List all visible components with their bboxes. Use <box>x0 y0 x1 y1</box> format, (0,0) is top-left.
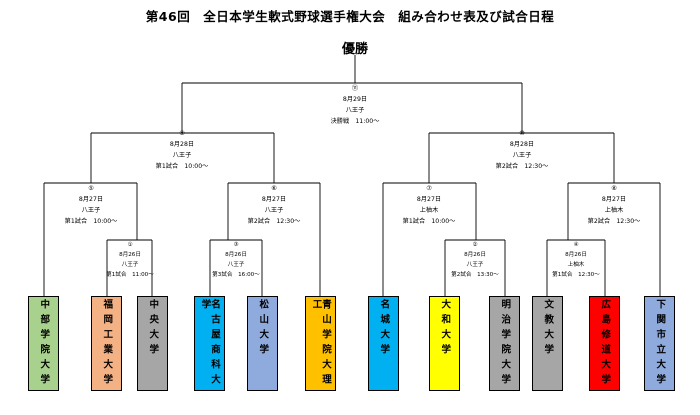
team-name: 名古屋商科大学 <box>199 299 221 389</box>
game-date: 8月27日 <box>261 196 287 203</box>
game-number: ⑨ <box>179 130 185 137</box>
game-venue: 八王子 <box>172 152 192 159</box>
game-time: 第1試合 11:00～ <box>106 272 154 278</box>
game-number: ⑧ <box>611 185 617 192</box>
game-2-info: ② 8月26日 八王子 第2試合 13:30～ <box>437 240 513 280</box>
game-1-info: ① 8月26日 八王子 第1試合 11:00～ <box>92 240 168 280</box>
game-6-info: ⑥ 8月27日 八王子 第2試合 12:30～ <box>224 183 324 227</box>
game-time: 決勝戦 11:00～ <box>330 118 380 125</box>
game-date: 8月26日 <box>464 252 486 258</box>
game-date: 8月26日 <box>565 252 587 258</box>
game-time: 第2試合 12:30～ <box>495 163 549 170</box>
team-name: 名城大学 <box>378 299 390 359</box>
game-7-info: ⑦ 8月27日 上柚木 第1試合 10:00～ <box>379 183 479 227</box>
team-box[interactable]: 中部学院大学 <box>28 296 59 391</box>
game-number: ⑩ <box>519 130 525 137</box>
game-number: ⑥ <box>271 185 277 192</box>
game-date: 8月28日 <box>169 141 195 148</box>
game-venue: 八王子 <box>227 262 245 268</box>
game-number: ⑪ <box>351 85 359 92</box>
game-number: ② <box>472 242 478 248</box>
game-time: 第2試合 13:30～ <box>451 272 499 278</box>
game-5-info: ⑤ 8月27日 八王子 第1試合 10:00～ <box>41 183 141 227</box>
team-box[interactable]: 名古屋商科大学 <box>194 296 225 391</box>
game-time: 第2試合 12:30～ <box>587 218 641 225</box>
team-box[interactable]: 松山大学 <box>247 296 278 391</box>
game-venue: 八王子 <box>466 262 484 268</box>
team-name: 明治学院大学 <box>499 299 511 389</box>
game-time: 第1試合 10:00～ <box>402 218 456 225</box>
team-box[interactable]: 中央大学 <box>137 296 168 391</box>
team-box[interactable]: 文教大学 <box>532 296 563 391</box>
game-3-info: ③ 8月26日 八王子 第3試合 16:00～ <box>198 240 274 280</box>
team-name: 中央大学 <box>147 299 159 359</box>
game-time: 第3試合 16:00～ <box>212 272 260 278</box>
game-venue: 上柚木 <box>604 207 624 214</box>
game-date: 8月27日 <box>601 196 627 203</box>
game-venue: 八王子 <box>512 152 532 159</box>
game-time: 第2試合 12:30～ <box>247 218 301 225</box>
game-number: ① <box>127 242 133 248</box>
team-name: 松山大学 <box>257 299 269 359</box>
game-date: 8月27日 <box>416 196 442 203</box>
team-box[interactable]: 広島修道大学 <box>589 296 620 391</box>
game-4-info: ④ 8月26日 上柚木 第1試合 12:30～ <box>538 240 614 280</box>
team-name: 下関市立大学 <box>654 299 666 389</box>
game-number: ⑤ <box>88 185 94 192</box>
champion-label: 優勝 <box>341 42 368 57</box>
team-name: 青山学院大理工 <box>310 299 332 389</box>
game-venue: 上柚木 <box>567 262 585 268</box>
game-time: 第1試合 10:00～ <box>155 163 209 170</box>
game-venue: 八王子 <box>121 262 139 268</box>
game-number: ③ <box>233 242 239 248</box>
team-name: 福岡工業大学 <box>101 299 113 389</box>
team-name: 中部学院大学 <box>38 299 50 389</box>
game-number: ④ <box>573 242 579 248</box>
team-box[interactable]: 明治学院大学 <box>489 296 520 391</box>
page-title: 第46回 全日本学生軟式野球選手権大会 組み合わせ表及び試合日程 <box>145 9 555 24</box>
game-venue: 八王子 <box>81 207 101 214</box>
game-10-info: ⑩ 8月28日 八王子 第2試合 12:30～ <box>472 128 572 172</box>
team-box[interactable]: 下関市立大学 <box>644 296 675 391</box>
game-date: 8月27日 <box>78 196 104 203</box>
game-9-info: ⑨ 8月28日 八王子 第1試合 10:00～ <box>132 128 232 172</box>
game-number: ⑦ <box>426 185 432 192</box>
game-date: 8月26日 <box>225 252 247 258</box>
game-11-info: ⑪ 8月29日 八王子 決勝戦 11:00～ <box>305 83 405 127</box>
game-date: 8月26日 <box>119 252 141 258</box>
game-venue: 上柚木 <box>419 207 439 214</box>
team-box[interactable]: 大和大学 <box>429 296 460 391</box>
game-venue: 八王子 <box>264 207 284 214</box>
team-box[interactable]: 福岡工業大学 <box>91 296 122 391</box>
game-time: 第1試合 10:00～ <box>64 218 118 225</box>
game-date: 8月28日 <box>509 141 535 148</box>
game-8-info: ⑧ 8月27日 上柚木 第2試合 12:30～ <box>564 183 664 227</box>
game-date: 8月29日 <box>342 96 368 103</box>
team-name: 大和大学 <box>439 299 451 359</box>
team-box[interactable]: 青山学院大理工 <box>305 296 336 391</box>
game-time: 第1試合 12:30～ <box>552 272 600 278</box>
game-venue: 八王子 <box>345 107 365 114</box>
team-name: 広島修道大学 <box>599 299 611 389</box>
team-box[interactable]: 名城大学 <box>368 296 399 391</box>
team-name: 文教大学 <box>542 299 554 359</box>
